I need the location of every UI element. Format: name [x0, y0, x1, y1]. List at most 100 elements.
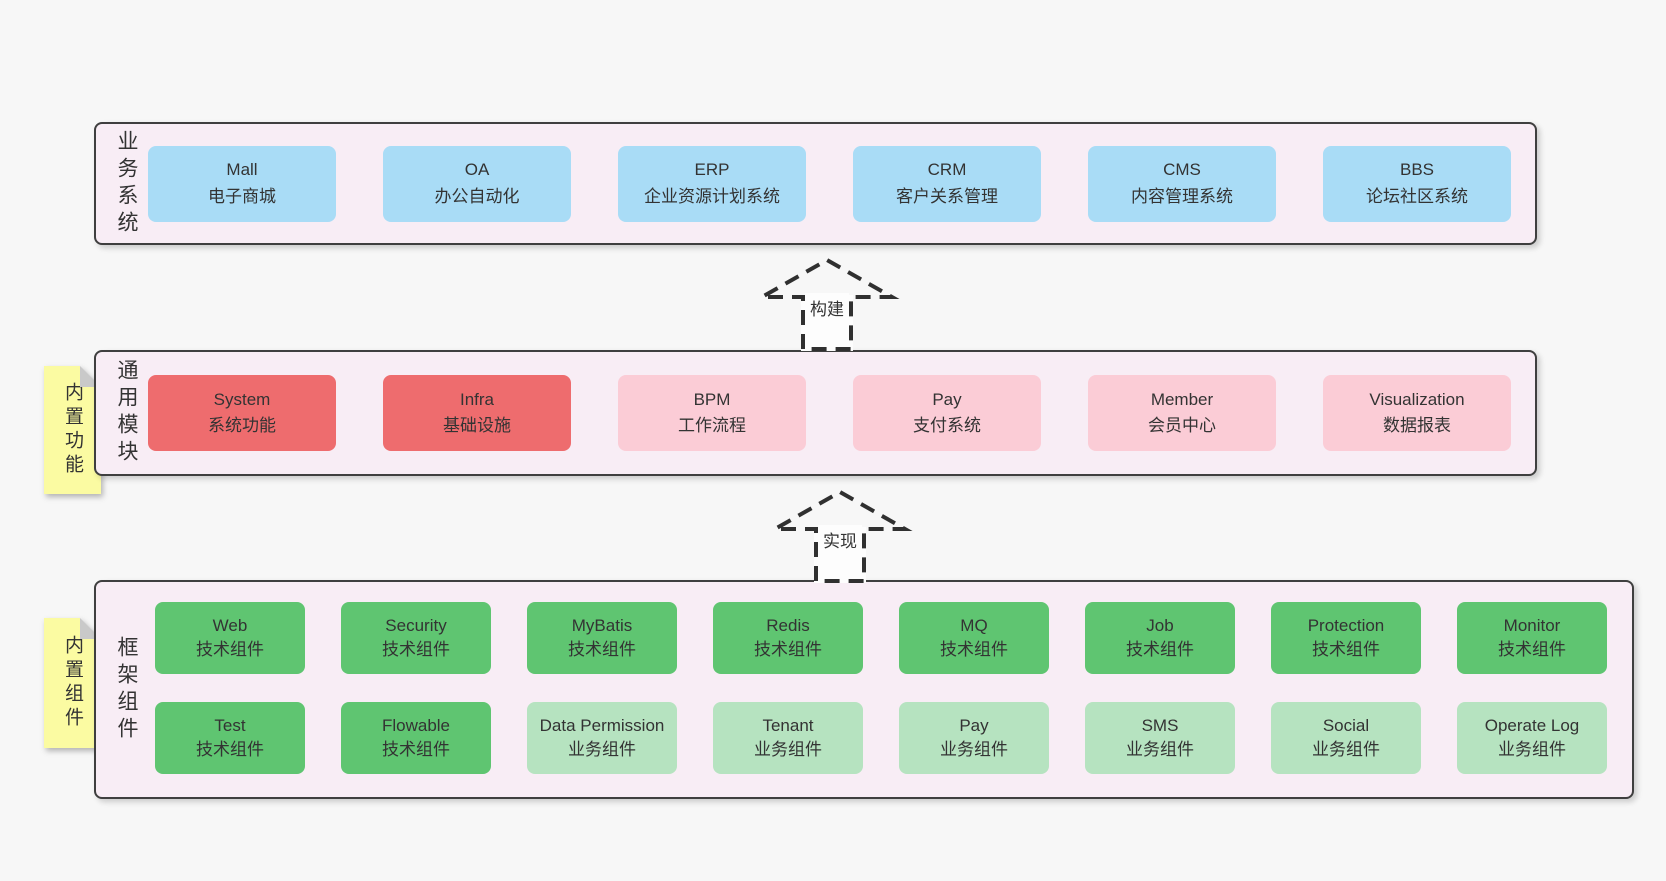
business-boxes-row: Mall 电子商城 OA 办公自动化 ERP 企业资源计划系统 CRM 客户关系…: [148, 124, 1511, 243]
box-security: Security 技术组件: [341, 602, 491, 674]
box-erp: ERP 企业资源计划系统: [618, 145, 806, 222]
box-infra: Infra 基础设施: [383, 375, 571, 451]
box-subtitle: 业务组件: [940, 740, 1008, 759]
box-subtitle: 技术组件: [754, 640, 822, 659]
box-subtitle: 会员中心: [1148, 416, 1216, 435]
box-visualization: Visualization 数据报表: [1323, 375, 1511, 451]
sticky-note-text: 内置功能: [62, 382, 83, 478]
box-subtitle: 技术组件: [382, 640, 450, 659]
layer-label: 通用模块: [115, 359, 138, 467]
box-bpm: BPM 工作流程: [618, 375, 806, 451]
box-title: Monitor: [1503, 616, 1561, 636]
box-title: Security: [385, 616, 447, 636]
box-title: Job: [1146, 616, 1174, 636]
box-subtitle: 数据报表: [1383, 416, 1451, 435]
box-subtitle: 基础设施: [443, 416, 511, 435]
box-title: BPM: [693, 389, 731, 409]
box-title: MyBatis: [571, 616, 633, 636]
box-title: CMS: [1163, 160, 1201, 180]
layer-framework-components: 框架组件 Web 技术组件 Security 技术组件 MyBatis 技术组件…: [94, 580, 1634, 799]
box-title: System: [213, 389, 271, 409]
box-title: Protection: [1307, 616, 1385, 636]
box-subtitle: 业务组件: [754, 740, 822, 759]
box-mq: MQ 技术组件: [899, 602, 1049, 674]
box-subtitle: 技术组件: [1312, 640, 1380, 659]
box-subtitle: 企业资源计划系统: [644, 186, 780, 206]
box-title: BBS: [1399, 160, 1435, 180]
box-title: OA: [464, 160, 490, 180]
box-operate-log: Operate Log 业务组件: [1457, 702, 1607, 774]
box-pay: Pay 支付系统: [853, 375, 1041, 451]
box-title: ERP: [694, 160, 730, 180]
layer-label: 业务系统: [115, 129, 138, 238]
layer-label: 框架组件: [115, 635, 138, 744]
box-test: Test 技术组件: [155, 702, 305, 774]
box-subtitle: 办公自动化: [434, 186, 520, 206]
box-subtitle: 技术组件: [568, 640, 636, 659]
box-title: Social: [1322, 716, 1370, 736]
box-title: Pay: [959, 716, 989, 736]
sticky-note-builtin-components: 内置组件: [44, 618, 101, 748]
box-subtitle: 业务组件: [568, 740, 636, 759]
box-subtitle: 电子商城: [208, 186, 276, 206]
box-tenant: Tenant 业务组件: [713, 702, 863, 774]
box-data-permission: Data Permission 业务组件: [527, 702, 677, 774]
box-subtitle: 技术组件: [196, 740, 264, 759]
box-subtitle: 客户关系管理: [896, 186, 998, 206]
box-title: Mall: [226, 160, 258, 180]
up-arrow-implement: 实现: [765, 485, 915, 585]
box-subtitle: 技术组件: [382, 740, 450, 759]
box-pay-biz: Pay 业务组件: [899, 702, 1049, 774]
box-subtitle: 论坛社区系统: [1366, 186, 1468, 206]
box-bbs: BBS 论坛社区系统: [1323, 145, 1511, 222]
box-title: Member: [1150, 389, 1214, 409]
box-title: Web: [212, 616, 248, 636]
box-oa: OA 办公自动化: [383, 145, 571, 222]
box-title: SMS: [1141, 716, 1179, 736]
box-crm: CRM 客户关系管理: [853, 145, 1041, 222]
box-member: Member 会员中心: [1088, 375, 1276, 451]
box-system: System 系统功能: [148, 375, 336, 451]
components-boxes-grid: Web 技术组件 Security 技术组件 MyBatis 技术组件 Redi…: [155, 602, 1607, 774]
box-subtitle: 系统功能: [208, 416, 276, 435]
box-title: Infra: [459, 389, 495, 409]
box-cms: CMS 内容管理系统: [1088, 145, 1276, 222]
box-title: Tenant: [762, 716, 814, 736]
box-subtitle: 业务组件: [1498, 740, 1566, 759]
sticky-note-builtin-functions: 内置功能: [44, 366, 101, 494]
box-job: Job 技术组件: [1085, 602, 1235, 674]
box-sms: SMS 业务组件: [1085, 702, 1235, 774]
box-redis: Redis 技术组件: [713, 602, 863, 674]
box-title: MQ: [960, 616, 988, 636]
box-title: Test: [214, 716, 246, 736]
box-title: Operate Log: [1484, 716, 1580, 736]
arrow-label: 实现: [818, 525, 862, 554]
box-title: Data Permission: [539, 716, 665, 736]
box-flowable: Flowable 技术组件: [341, 702, 491, 774]
box-mybatis: MyBatis 技术组件: [527, 602, 677, 674]
box-subtitle: 技术组件: [196, 640, 264, 659]
box-mall: Mall 电子商城: [148, 145, 336, 222]
box-title: CRM: [927, 160, 967, 180]
box-title: Visualization: [1369, 389, 1465, 409]
sticky-note-text: 内置组件: [62, 635, 83, 731]
box-subtitle: 支付系统: [913, 416, 981, 435]
up-arrow-build: 构建: [752, 253, 902, 353]
box-title: Pay: [932, 389, 962, 409]
box-web: Web 技术组件: [155, 602, 305, 674]
box-title: Flowable: [381, 716, 451, 736]
box-subtitle: 技术组件: [1126, 640, 1194, 659]
layer-business-systems: 业务系统 Mall 电子商城 OA 办公自动化 ERP 企业资源计划系统 CRM…: [94, 122, 1537, 245]
box-monitor: Monitor 技术组件: [1457, 602, 1607, 674]
box-subtitle: 技术组件: [1498, 640, 1566, 659]
box-subtitle: 内容管理系统: [1131, 186, 1233, 206]
box-subtitle: 工作流程: [678, 416, 746, 435]
layer-common-modules: 通用模块 System 系统功能 Infra 基础设施 BPM 工作流程 Pay…: [94, 350, 1537, 476]
arrow-label: 构建: [805, 293, 849, 322]
box-social: Social 业务组件: [1271, 702, 1421, 774]
modules-boxes-row: System 系统功能 Infra 基础设施 BPM 工作流程 Pay 支付系统…: [148, 352, 1511, 474]
box-subtitle: 业务组件: [1126, 740, 1194, 759]
box-title: Redis: [766, 616, 810, 636]
box-subtitle: 技术组件: [940, 640, 1008, 659]
